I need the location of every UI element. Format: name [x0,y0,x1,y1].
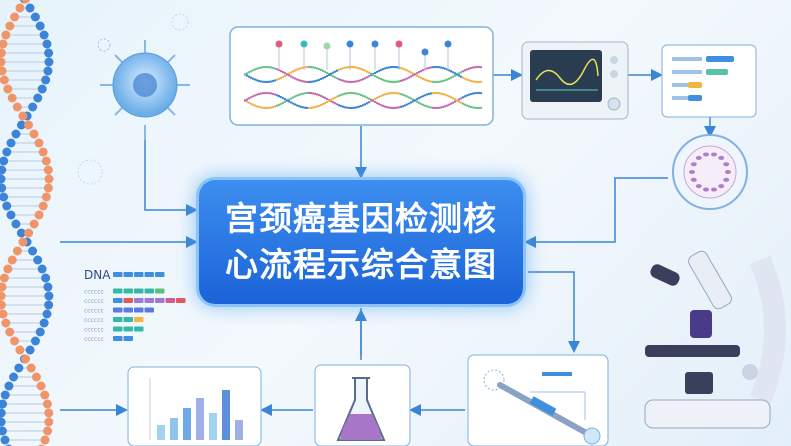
cell-culture-dish-icon [672,134,748,210]
title-box: 宫颈癌基因检测核 心流程示综合意图 [199,180,523,304]
svg-text:cccccc: cccccc [84,289,104,296]
bar-chart-icon [127,366,262,446]
svg-text:cccccc: cccccc [84,336,104,343]
report-list-icon [661,44,757,118]
microscope-icon [644,250,786,429]
monitor-device-icon [521,41,629,120]
svg-text:cccccc: cccccc [84,298,104,305]
title-line-1: 宫颈癌基因检测核 [225,199,497,238]
flask-icon [314,364,411,446]
svg-text:cccccc: cccccc [84,317,104,324]
dna-label: DNA [84,268,111,282]
connector-arrows [60,69,716,416]
svg-text:cccccc: cccccc [84,308,104,315]
cell-virus-icon [77,13,190,185]
dna-sequence-bars: cccccc cccccc cccccc cccccc cccccc cccccc [84,272,186,343]
title-line-2: 心流程示综合意图 [225,245,497,284]
pipette-assay-icon [467,354,609,446]
svg-text:cccccc: cccccc [84,327,104,334]
dna-sequence-chart-icon [229,26,494,126]
dna-helix-icon [0,0,54,446]
